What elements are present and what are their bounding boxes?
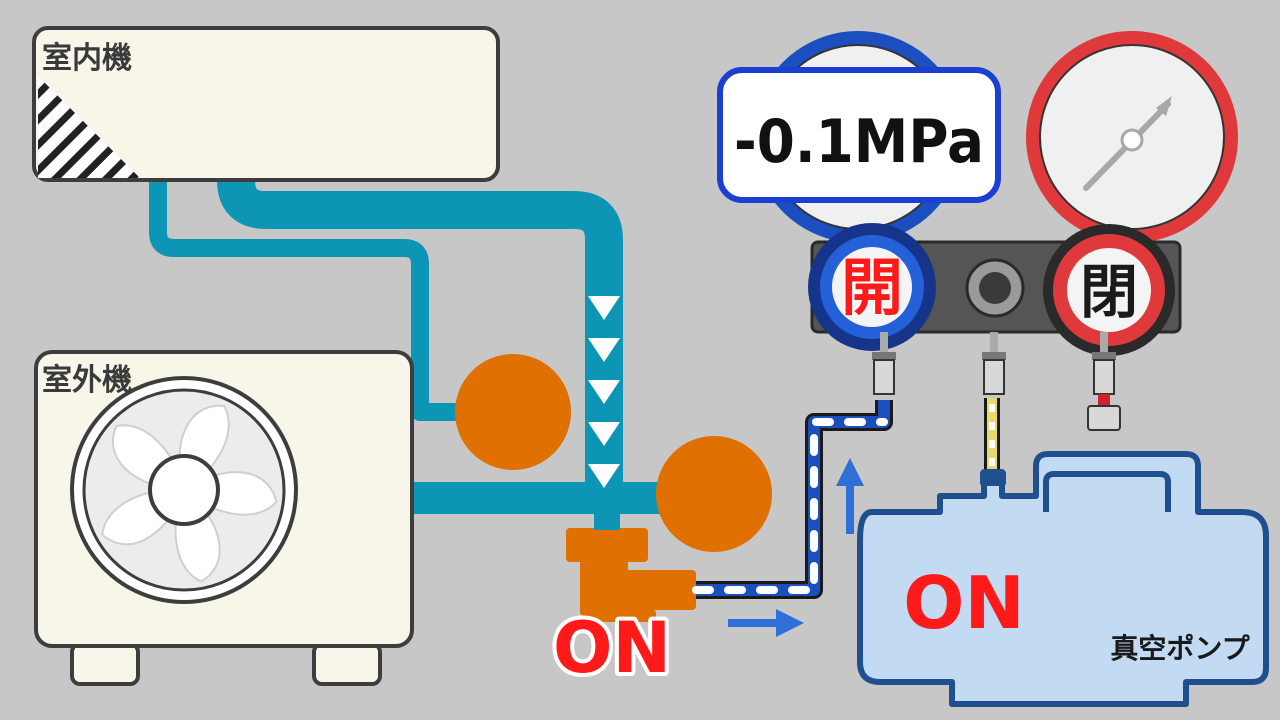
indoor-unit: 室内機: [32, 26, 500, 182]
outdoor-unit-foot-right: [312, 642, 382, 686]
liquid-service-valve: [455, 354, 571, 470]
vacuum-pump-handle: [1043, 471, 1171, 512]
low-side-valve-state: 開: [841, 251, 903, 324]
outdoor-valve-on-status: ON: [553, 607, 671, 689]
service-valves: [455, 354, 772, 622]
charge-hoses: [692, 398, 1000, 599]
pressure-readout: -0.1MPa: [717, 67, 1001, 203]
manifold-gauge: 開 閉 -0.1MPa: [717, 31, 1238, 431]
pressure-value: -0.1MPa: [734, 107, 984, 177]
service-port-fitting: [566, 528, 696, 622]
arrow-right-icon: [728, 609, 804, 637]
center-port: [965, 258, 1025, 318]
flow-marker: [588, 380, 620, 404]
gas-service-valve: [656, 436, 772, 552]
flow-marker: [588, 422, 620, 446]
pump-on-status: ON: [903, 561, 1024, 645]
liquid-line-pipe: [149, 180, 480, 421]
flow-marker: [588, 296, 620, 320]
vacuum-pump: 真空ポンプ: [857, 451, 1269, 707]
fan-icon: [70, 376, 298, 604]
indoor-unit-louver: [38, 76, 140, 178]
outdoor-unit: 室外機: [34, 350, 414, 686]
flow-arrows: [728, 458, 864, 637]
flow-marker: [588, 338, 620, 362]
gas-line-pipe: [217, 178, 623, 500]
gauge-needle-icon: [1083, 96, 1172, 191]
flow-direction-markers: [588, 296, 620, 488]
flow-marker: [588, 464, 620, 488]
arrow-up-icon: [836, 458, 864, 534]
hose-fittings: [872, 332, 1121, 431]
indoor-unit-body: [32, 26, 500, 182]
indoor-unit-label: 室内機: [42, 41, 132, 76]
vacuum-pump-label: 真空ポンプ: [1110, 632, 1250, 665]
refrigerant-pipes: [149, 178, 690, 514]
low-side-valve-knob[interactable]: 開: [808, 223, 936, 351]
outdoor-unit-foot-left: [70, 642, 140, 686]
high-side-gauge: [1026, 31, 1238, 243]
high-side-valve-state: 閉: [1080, 258, 1138, 326]
outdoor-unit-label: 室外機: [42, 363, 132, 398]
vacuum-pump-body: [857, 451, 1269, 707]
high-side-valve-knob[interactable]: 閉: [1043, 224, 1175, 356]
